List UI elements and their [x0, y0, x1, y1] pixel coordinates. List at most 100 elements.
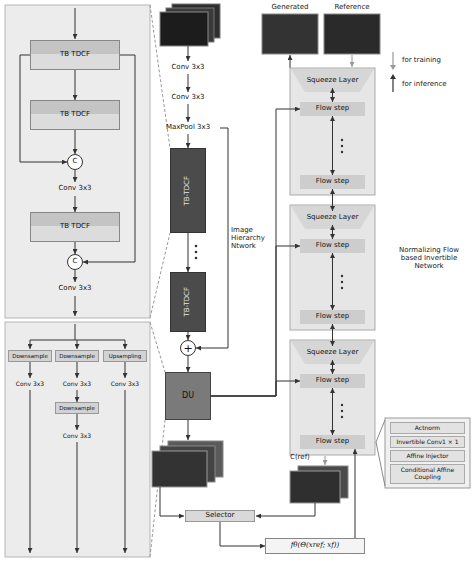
legend-text: for training — [402, 56, 441, 64]
node-text: Flow step — [316, 438, 349, 446]
connector-arrow — [211, 109, 300, 396]
connector-arrow — [75, 130, 76, 154]
ellipsis-dot — [341, 151, 343, 153]
connector-arrow — [332, 360, 333, 374]
connector-arrow — [332, 324, 333, 346]
conv-label: Conv 3x3 — [158, 92, 218, 104]
annotation-label: Normalizing Flow based Invertible Networ… — [388, 246, 470, 270]
connector-arrow — [188, 134, 189, 148]
sum-circle: + — [180, 340, 196, 356]
connector-arrow — [188, 332, 189, 340]
node-text: Downsample — [59, 353, 95, 359]
connector-arrow — [211, 246, 300, 396]
ellipsis-dot — [341, 287, 343, 289]
legend-arrow-shaft — [392, 52, 393, 67]
node-text: Downsample — [12, 353, 48, 359]
node-text: Actnorm — [415, 425, 440, 432]
callout-panel — [385, 418, 470, 488]
downsample-box: Downsample — [55, 402, 99, 414]
flow-step: Flow step — [300, 239, 365, 253]
conv-label: Conv 3x3 — [59, 378, 95, 390]
callout-row: Invertible Conv1 × 1 — [390, 436, 465, 448]
flow-step: Flow step — [300, 374, 365, 388]
node-text: Squeeze Layer — [307, 77, 359, 85]
training-arrow — [352, 55, 353, 67]
training-arrow — [325, 456, 326, 465]
node-text: Invertible Conv1 × 1 — [396, 439, 458, 446]
annotation-label: C(ref) — [290, 453, 330, 461]
annotation-label: Image Hierarchy Ntwork — [231, 226, 273, 250]
node-text: fθ(Θ(xref; xf)) — [291, 542, 340, 550]
connector-arrow — [75, 70, 76, 100]
node-text: TB-TDCF — [184, 176, 192, 206]
flow-step: Flow step — [300, 435, 365, 449]
connector-arrow — [75, 170, 76, 182]
node-text: Conv 3x3 — [171, 64, 204, 72]
flow-block — [290, 205, 375, 330]
tb-tdcf-box: TB TDCF — [30, 40, 120, 70]
connector-arrow — [77, 362, 78, 378]
connector-arrow — [20, 55, 67, 162]
flow-arrow — [77, 442, 78, 553]
node-text: Conv 3x3 — [58, 285, 91, 293]
ellipsis-dot — [341, 404, 343, 406]
flow-arrow — [188, 420, 189, 440]
legend-text: for inference — [402, 80, 447, 88]
node-text: Conv 3x3 — [63, 433, 91, 440]
flow-arrow — [30, 390, 31, 553]
node-text: Conv 3x3 — [171, 94, 204, 102]
selector-box: Selector — [185, 510, 255, 522]
connector-arrow — [188, 104, 189, 122]
squeeze-funnel — [291, 69, 374, 92]
tb-tdcf-block: TB-TDCF — [170, 272, 206, 332]
ellipsis-dot — [341, 139, 343, 141]
legend-arrow-shaft — [392, 77, 393, 92]
node-text: Conv 3x3 — [16, 381, 44, 388]
node-text: Downsample — [59, 405, 95, 411]
legend-sample — [388, 74, 398, 94]
connector-arrow — [30, 362, 31, 378]
tb-tdcf-block: TB-TDCF — [170, 148, 206, 233]
flow-step: Flow step — [300, 310, 365, 324]
node-text: TB TDCF — [58, 51, 92, 59]
node-text: + — [183, 343, 192, 354]
connector-arrow — [75, 270, 76, 282]
node-text: Conv 3x3 — [111, 381, 139, 388]
node-text: Conditional Affine Coupling — [391, 467, 464, 480]
node-text: Conv 3x3 — [58, 185, 91, 193]
reference-map — [290, 471, 340, 503]
connector-arrow — [188, 233, 189, 272]
feature-map — [152, 451, 207, 487]
flow-block — [290, 340, 375, 455]
downsample-box: Downsample — [55, 350, 99, 362]
squeeze-funnel — [291, 341, 374, 364]
flow-arrow — [77, 340, 78, 349]
conv-label: MaxPool 3x3 — [156, 122, 220, 134]
concat-circle: C — [67, 254, 83, 270]
legend-arrow-head — [390, 65, 396, 70]
ellipsis-dot — [341, 281, 343, 283]
conv-label: Conv 3x3 — [45, 282, 105, 296]
flow-step: Flow step — [300, 102, 365, 116]
conv-label: Conv 3x3 — [45, 182, 105, 196]
connector-arrow — [77, 414, 78, 430]
legend: for training for inference — [388, 48, 472, 96]
leader-line — [150, 322, 165, 372]
ellipsis-dot — [195, 257, 198, 260]
squeeze-funnel — [291, 206, 374, 229]
node-text: Squeeze Layer — [307, 349, 359, 357]
connector-arrow — [332, 253, 333, 310]
node-text: DU — [182, 392, 194, 401]
inset-panel — [5, 5, 150, 318]
ellipsis-dot — [341, 145, 343, 147]
connector-arrow — [77, 390, 78, 402]
callout-row: Actnorm — [390, 422, 465, 434]
connector-arrow — [332, 189, 333, 211]
concat-circle: C — [67, 154, 83, 170]
flow-arrow — [75, 296, 76, 316]
ellipsis-dot — [341, 275, 343, 277]
squeeze-layer: Squeeze Layer — [300, 346, 365, 360]
formula-box: fθ(Θ(xref; xf)) — [265, 538, 365, 554]
connector-arrow — [75, 196, 76, 212]
